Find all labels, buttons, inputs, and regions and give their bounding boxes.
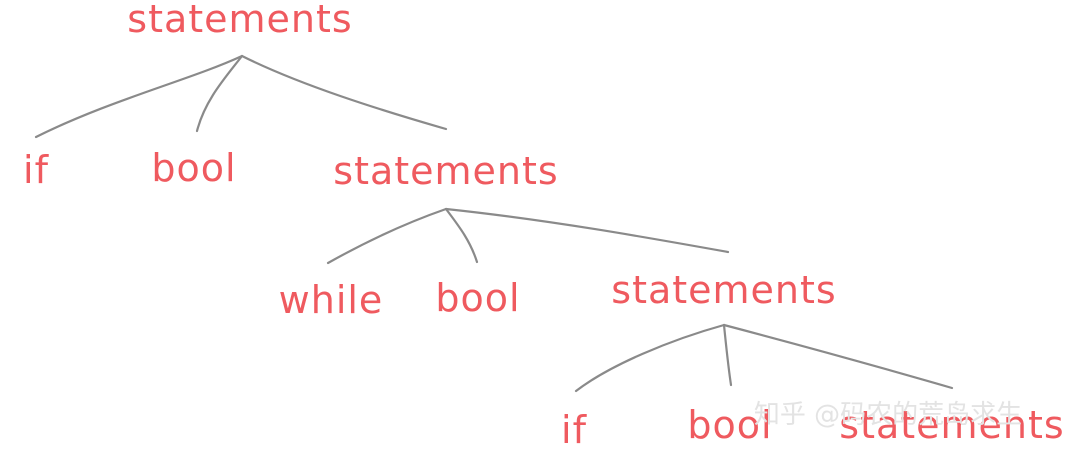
node-while-2: while — [279, 278, 384, 322]
edge-statements-to-bool-3 — [722, 323, 733, 387]
edge-statements-to-bool — [195, 54, 244, 133]
node-statements-2: statements — [611, 268, 836, 312]
node-bool-3: bool — [687, 403, 772, 447]
node-statements-root: statements — [127, 0, 352, 41]
edge-statements-to-bool-2 — [444, 207, 479, 264]
edge-statements-to-statements — [240, 54, 448, 131]
level3-edges — [574, 323, 954, 393]
edge-statements-to-statements-3 — [722, 323, 954, 390]
edge-statements-to-statements-2 — [444, 207, 730, 254]
node-if-1: if — [23, 148, 50, 192]
edge-statements-to-while — [326, 207, 448, 265]
node-bool-1: bool — [151, 146, 236, 190]
watermark-text: 知乎 @码农的荒岛求生 — [754, 400, 1022, 430]
node-statements-3: statements — [839, 403, 1064, 447]
edge-statements-to-if — [34, 54, 244, 139]
node-bool-2: bool — [435, 276, 520, 320]
node-statements-1: statements — [333, 149, 558, 193]
level2-edges — [326, 207, 730, 265]
level1-edges — [34, 54, 448, 139]
edge-statements-to-if-3 — [574, 323, 726, 393]
node-if-3: if — [561, 408, 588, 452]
